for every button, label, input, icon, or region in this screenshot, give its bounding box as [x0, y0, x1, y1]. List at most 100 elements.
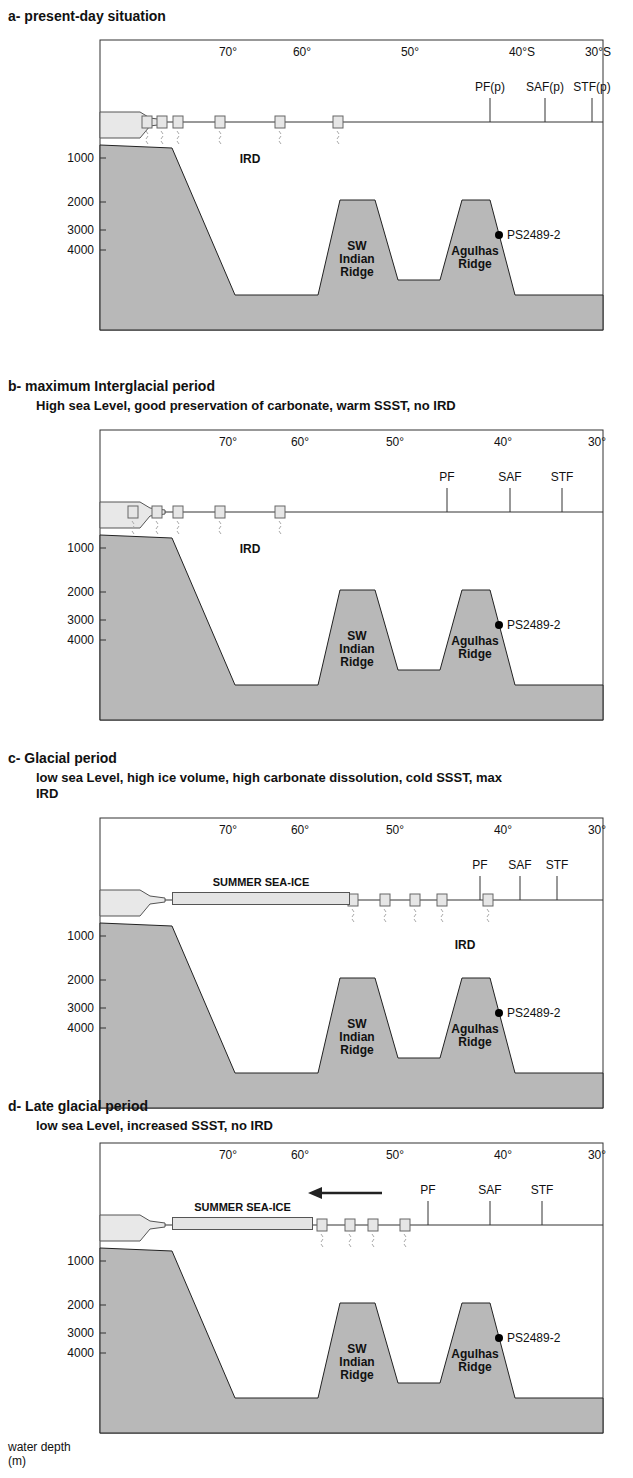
ird-trail: [321, 1239, 323, 1242]
ird-trail: [352, 919, 354, 922]
depth-label: 4000: [67, 1021, 94, 1035]
ice-shelf: [100, 1215, 165, 1241]
ird-label: IRD: [455, 938, 476, 952]
panel-title: c- Glacial period: [8, 750, 117, 767]
core-label: PS2489-2: [507, 1331, 560, 1345]
ridge-label: Agulhas Ridge: [449, 1348, 501, 1374]
panel-frame: [100, 1143, 603, 1433]
depth-tick: [100, 592, 106, 593]
iceberg: [173, 116, 183, 128]
depth-tick: [100, 640, 106, 641]
latitude-label: 50°: [386, 823, 404, 837]
ird-trail: [441, 919, 443, 922]
iceberg: [275, 506, 285, 518]
ird-trail: [384, 909, 386, 912]
depth-label: 4000: [67, 633, 94, 647]
core-site: [495, 621, 503, 629]
depth-label: 1000: [67, 929, 94, 943]
ird-trail: [161, 131, 163, 134]
front-tick: [545, 98, 546, 122]
iceberg: [275, 116, 285, 128]
front-tick: [428, 1201, 429, 1225]
front-label: PF: [420, 1183, 435, 1197]
ice-shelf: [100, 890, 165, 916]
depth-tick: [100, 1261, 106, 1262]
ird-trail: [372, 1244, 374, 1247]
iceberg: [345, 1219, 355, 1231]
panel-frame: [100, 818, 603, 1108]
ird-trail: [349, 1234, 351, 1237]
seafloor: [100, 923, 603, 1108]
ird-trail: [177, 141, 179, 144]
ird-trail: [219, 531, 221, 534]
depth-label: 2000: [67, 585, 94, 599]
front-label: SAF: [508, 858, 531, 872]
latitude-label: 50°: [386, 1148, 404, 1162]
depth-label: 3000: [67, 613, 94, 627]
ird-trail: [219, 136, 221, 139]
sea-ice-bar: [172, 1217, 313, 1230]
core-site: [495, 231, 503, 239]
panel-frame: [100, 430, 603, 720]
ird-trail: [132, 531, 134, 534]
iceberg: [215, 506, 225, 518]
iceberg: [368, 1219, 378, 1231]
latitude-label: 40°: [494, 823, 512, 837]
ridge-label: Agulhas Ridge: [449, 1023, 501, 1049]
front-label: SAF(p): [526, 80, 564, 94]
ird-trail: [132, 521, 134, 524]
ird-trail: [372, 1239, 374, 1242]
ird-trail: [384, 919, 386, 922]
ird-trail: [279, 136, 281, 139]
ird-trail: [156, 531, 158, 534]
front-tick: [447, 488, 448, 512]
depth-tick: [100, 202, 106, 203]
seafloor: [100, 535, 603, 720]
panel-subtitle: low sea Level, high ice volume, high car…: [36, 770, 506, 802]
front-label: PF: [472, 858, 487, 872]
ird-trail: [146, 141, 148, 144]
ridge-label: SW Indian Ridge: [333, 630, 381, 669]
iceberg: [380, 894, 390, 906]
arrow-head: [308, 1187, 322, 1199]
seafloor: [100, 1248, 603, 1433]
depth-label: 3000: [67, 223, 94, 237]
ird-trail: [177, 526, 179, 529]
ird-trail: [404, 1234, 406, 1237]
iceberg: [142, 116, 152, 128]
ird-trail: [146, 136, 148, 139]
ird-trail: [349, 1244, 351, 1247]
ird-trail: [279, 521, 281, 524]
front-tick: [490, 1201, 491, 1225]
ird-trail: [404, 1244, 406, 1247]
panel-subtitle: low sea Level, increased SSST, no IRD: [36, 1118, 506, 1134]
depth-tick: [100, 980, 106, 981]
latitude-label: 60°: [293, 45, 311, 59]
ird-trail: [372, 1234, 374, 1237]
ird-trail: [349, 1239, 351, 1242]
iceberg: [483, 894, 493, 906]
iceberg: [152, 506, 162, 518]
sea-ice-label: SUMMER SEA-ICE: [172, 1201, 313, 1214]
ird-label: IRD: [240, 152, 261, 166]
sea-ice-label: SUMMER SEA-ICE: [172, 876, 350, 889]
ird-trail: [177, 131, 179, 134]
front-tick: [520, 876, 521, 900]
sea-ice-band: SUMMER SEA-ICE: [172, 876, 350, 905]
iceberg: [333, 116, 343, 128]
ird-trail: [177, 531, 179, 534]
ird-trail: [156, 526, 158, 529]
ird-trail: [219, 131, 221, 134]
depth-label: 4000: [67, 243, 94, 257]
latitude-label: 40°: [494, 435, 512, 449]
ird-trail: [321, 1244, 323, 1247]
retreat-arrow: [318, 1192, 382, 1195]
ridge-label: SW Indian Ridge: [333, 240, 381, 279]
depth-tick: [100, 1008, 106, 1009]
front-tick: [592, 98, 593, 122]
axis-title: water depth (m): [8, 1440, 88, 1468]
latitude-label: 60°: [291, 823, 309, 837]
ice-shelf: [100, 502, 165, 528]
ird-trail: [279, 526, 281, 529]
panel-frame: [100, 40, 603, 330]
